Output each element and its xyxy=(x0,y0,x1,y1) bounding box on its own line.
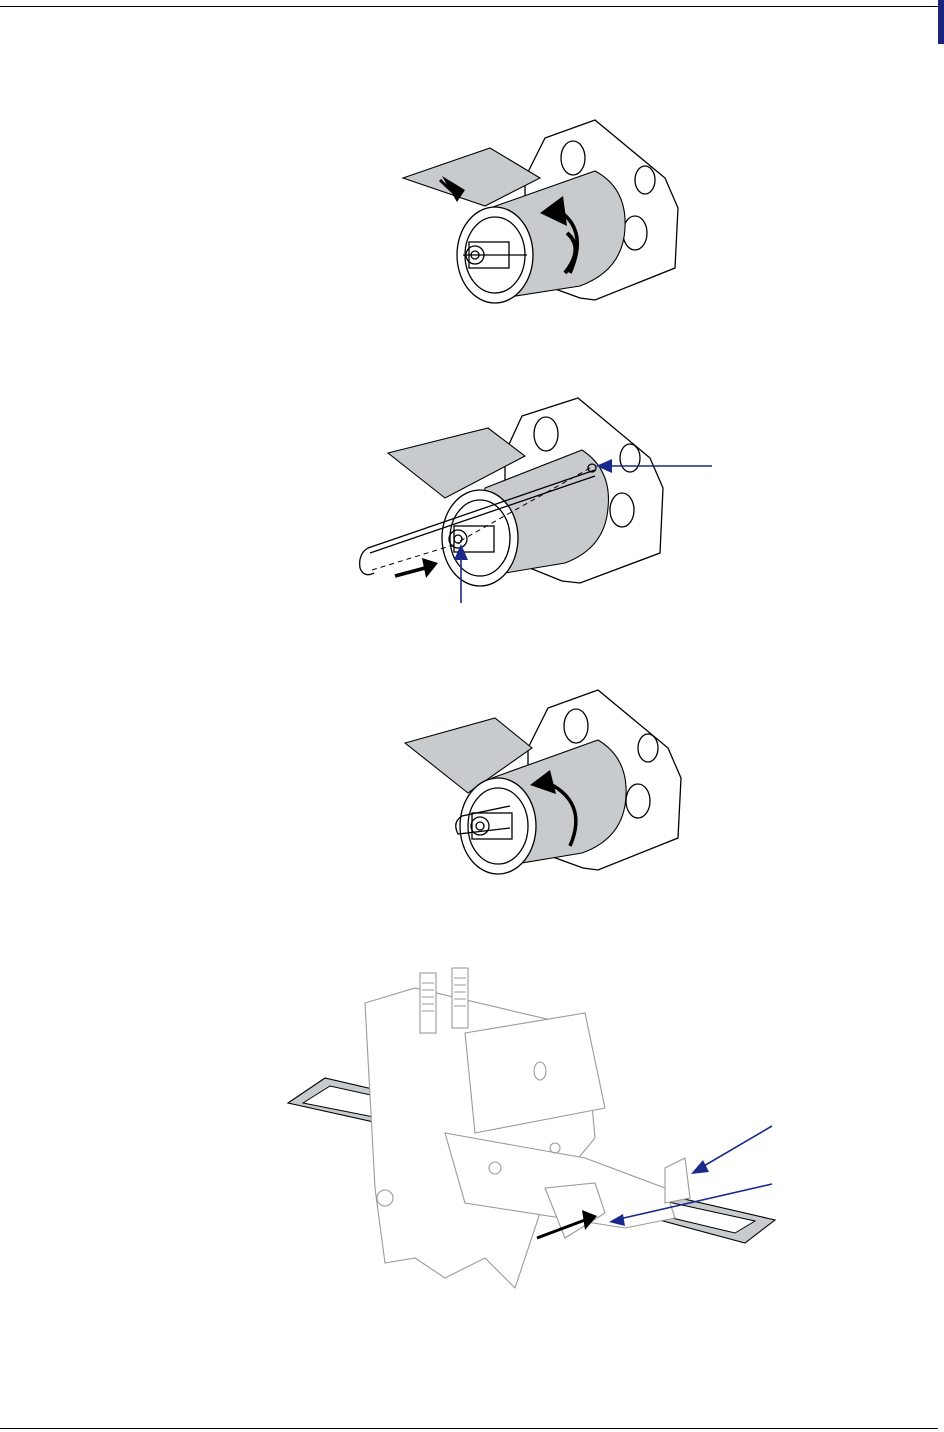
push-arrow-icon xyxy=(422,558,438,578)
outer-media-guide-callout xyxy=(697,1126,772,1170)
figure-ribbon-wrap xyxy=(395,118,695,308)
figure-insert-hook xyxy=(350,398,720,608)
header-rule xyxy=(0,6,938,7)
figure-printhead-assembly xyxy=(285,958,775,1308)
figure-hook-installed xyxy=(400,688,700,878)
chapter-tab xyxy=(938,0,944,44)
footer-rule xyxy=(0,1428,938,1429)
